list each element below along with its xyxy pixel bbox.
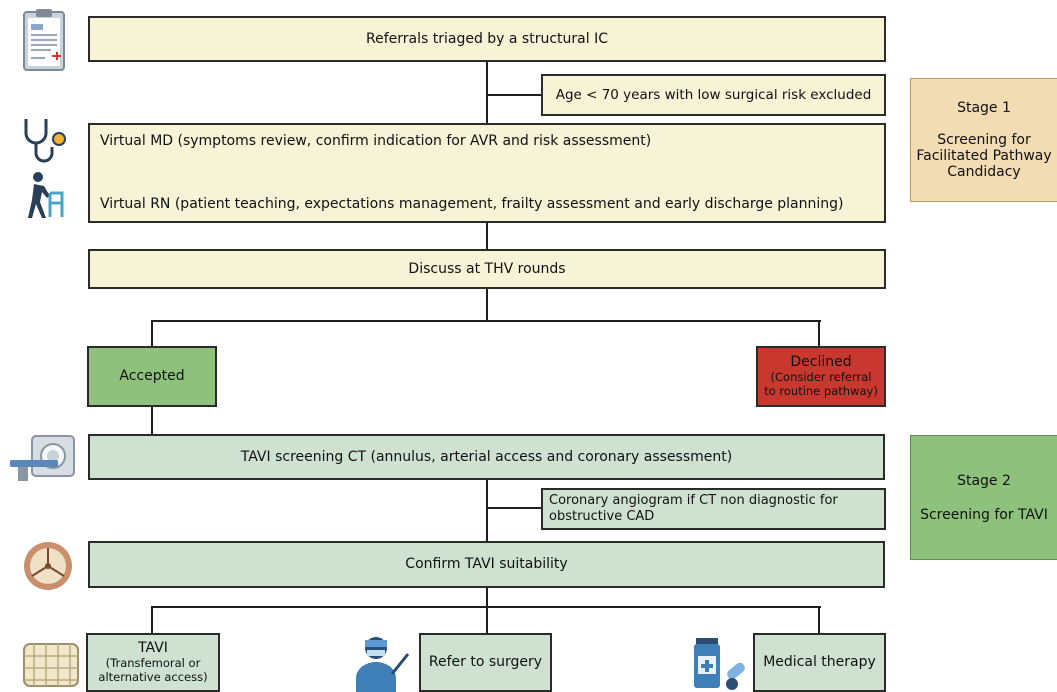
stage2-line1: Screening for TAVI	[920, 506, 1048, 523]
angiogram-box: Coronary angiogram if CT non diagnostic …	[541, 488, 886, 530]
tavi-ct-label: TAVI screening CT (annulus, arterial acc…	[240, 448, 733, 465]
tavi-note-line1: (Transfemoral or	[105, 656, 201, 671]
clipboard-icon	[23, 9, 65, 71]
declined-title: Declined	[790, 354, 852, 371]
referrals-box: Referrals triaged by a structural IC	[88, 16, 886, 62]
confirm-tavi-label: Confirm TAVI suitability	[405, 556, 568, 573]
medical-therapy-label: Medical therapy	[763, 654, 876, 671]
virtual-rn-label: Virtual RN (patient teaching, expectatio…	[100, 196, 844, 213]
referrals-label: Referrals triaged by a structural IC	[366, 30, 608, 47]
connector-line	[486, 507, 542, 509]
tavi-title: TAVI	[138, 640, 168, 657]
declined-note-line2: to routine pathway)	[764, 383, 878, 398]
surgeon-icon	[356, 637, 410, 692]
connector-line	[486, 223, 488, 249]
declined-box: Declined (Consider referral to routine p…	[756, 346, 886, 407]
stage1-line2: Facilitated Pathway	[916, 148, 1052, 164]
stage1-line3: Candidacy	[947, 164, 1021, 180]
age-excluded-box: Age < 70 years with low surgical risk ex…	[541, 74, 886, 116]
connector-line	[151, 406, 153, 435]
connector-line	[486, 62, 488, 124]
connector-line	[486, 587, 488, 607]
walker-patient-icon	[28, 172, 64, 218]
ct-scanner-icon	[10, 435, 75, 481]
aortic-valve-icon	[24, 542, 72, 590]
refer-surgery-label: Refer to surgery	[428, 654, 543, 671]
tavi-box: TAVI (Transfemoral or alternative access…	[86, 633, 220, 692]
connector-line	[818, 320, 820, 346]
age-excluded-label: Age < 70 years with low surgical risk ex…	[555, 86, 872, 103]
medication-icon	[694, 638, 745, 690]
tavi-valve-icon	[23, 643, 79, 687]
confirm-tavi-box: Confirm TAVI suitability	[88, 541, 885, 588]
stage1-panel: Stage 1 Screening for Facilitated Pathwa…	[910, 78, 1057, 202]
connector-line	[486, 288, 488, 321]
thv-rounds-box: Discuss at THV rounds	[88, 249, 886, 289]
medical-therapy-box: Medical therapy	[753, 633, 886, 692]
refer-surgery-box: Refer to surgery	[419, 633, 552, 692]
connector-line	[818, 606, 820, 634]
connector-line	[151, 606, 153, 634]
accepted-box: Accepted	[87, 346, 217, 407]
stage1-line1: Screening for	[937, 132, 1031, 148]
connector-line	[486, 479, 488, 541]
connector-line	[151, 320, 153, 347]
accepted-label: Accepted	[119, 368, 185, 385]
stage2-title: Stage 2	[957, 472, 1011, 489]
virtual-assessment-box: Virtual MD (symptoms review, confirm ind…	[88, 123, 886, 223]
stethoscope-icon	[24, 119, 66, 163]
tavi-ct-box: TAVI screening CT (annulus, arterial acc…	[88, 434, 885, 480]
declined-note-line1: (Consider referral	[770, 370, 872, 385]
thv-rounds-label: Discuss at THV rounds	[408, 260, 566, 277]
angiogram-line1: Coronary angiogram if CT non diagnostic …	[549, 493, 838, 509]
angiogram-line2: obstructive CAD	[549, 509, 655, 524]
connector-line	[486, 606, 488, 634]
connector-line	[486, 94, 542, 96]
stage2-panel: Stage 2 Screening for TAVI	[910, 435, 1057, 560]
connector-line	[151, 320, 821, 322]
stage1-title: Stage 1	[957, 100, 1011, 116]
tavi-note-line2: alternative access)	[98, 669, 208, 684]
virtual-md-label: Virtual MD (symptoms review, confirm ind…	[100, 133, 652, 149]
